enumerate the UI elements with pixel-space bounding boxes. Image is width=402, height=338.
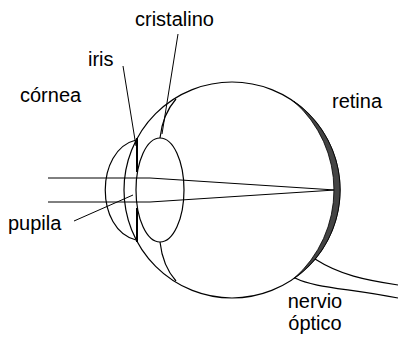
eyeball-outline: [124, 82, 340, 298]
optic-nerve-line: [315, 259, 398, 285]
part-label: retina: [332, 90, 382, 112]
cornea-outline: [105, 140, 136, 240]
leader-line: [74, 195, 133, 221]
lens-outline: [136, 138, 184, 242]
leader-line: [123, 66, 136, 146]
part-label: nervio óptico: [265, 290, 365, 334]
iris-shape: [136, 138, 138, 242]
part-label: pupila: [8, 212, 61, 234]
retina-layer: [294, 102, 340, 279]
ciliary-body: [160, 99, 176, 281]
light-ray: [48, 178, 335, 202]
leader-line: [162, 34, 178, 134]
part-label: córnea: [20, 84, 81, 106]
part-label: iris: [88, 48, 114, 70]
part-label: cristalino: [135, 8, 214, 30]
